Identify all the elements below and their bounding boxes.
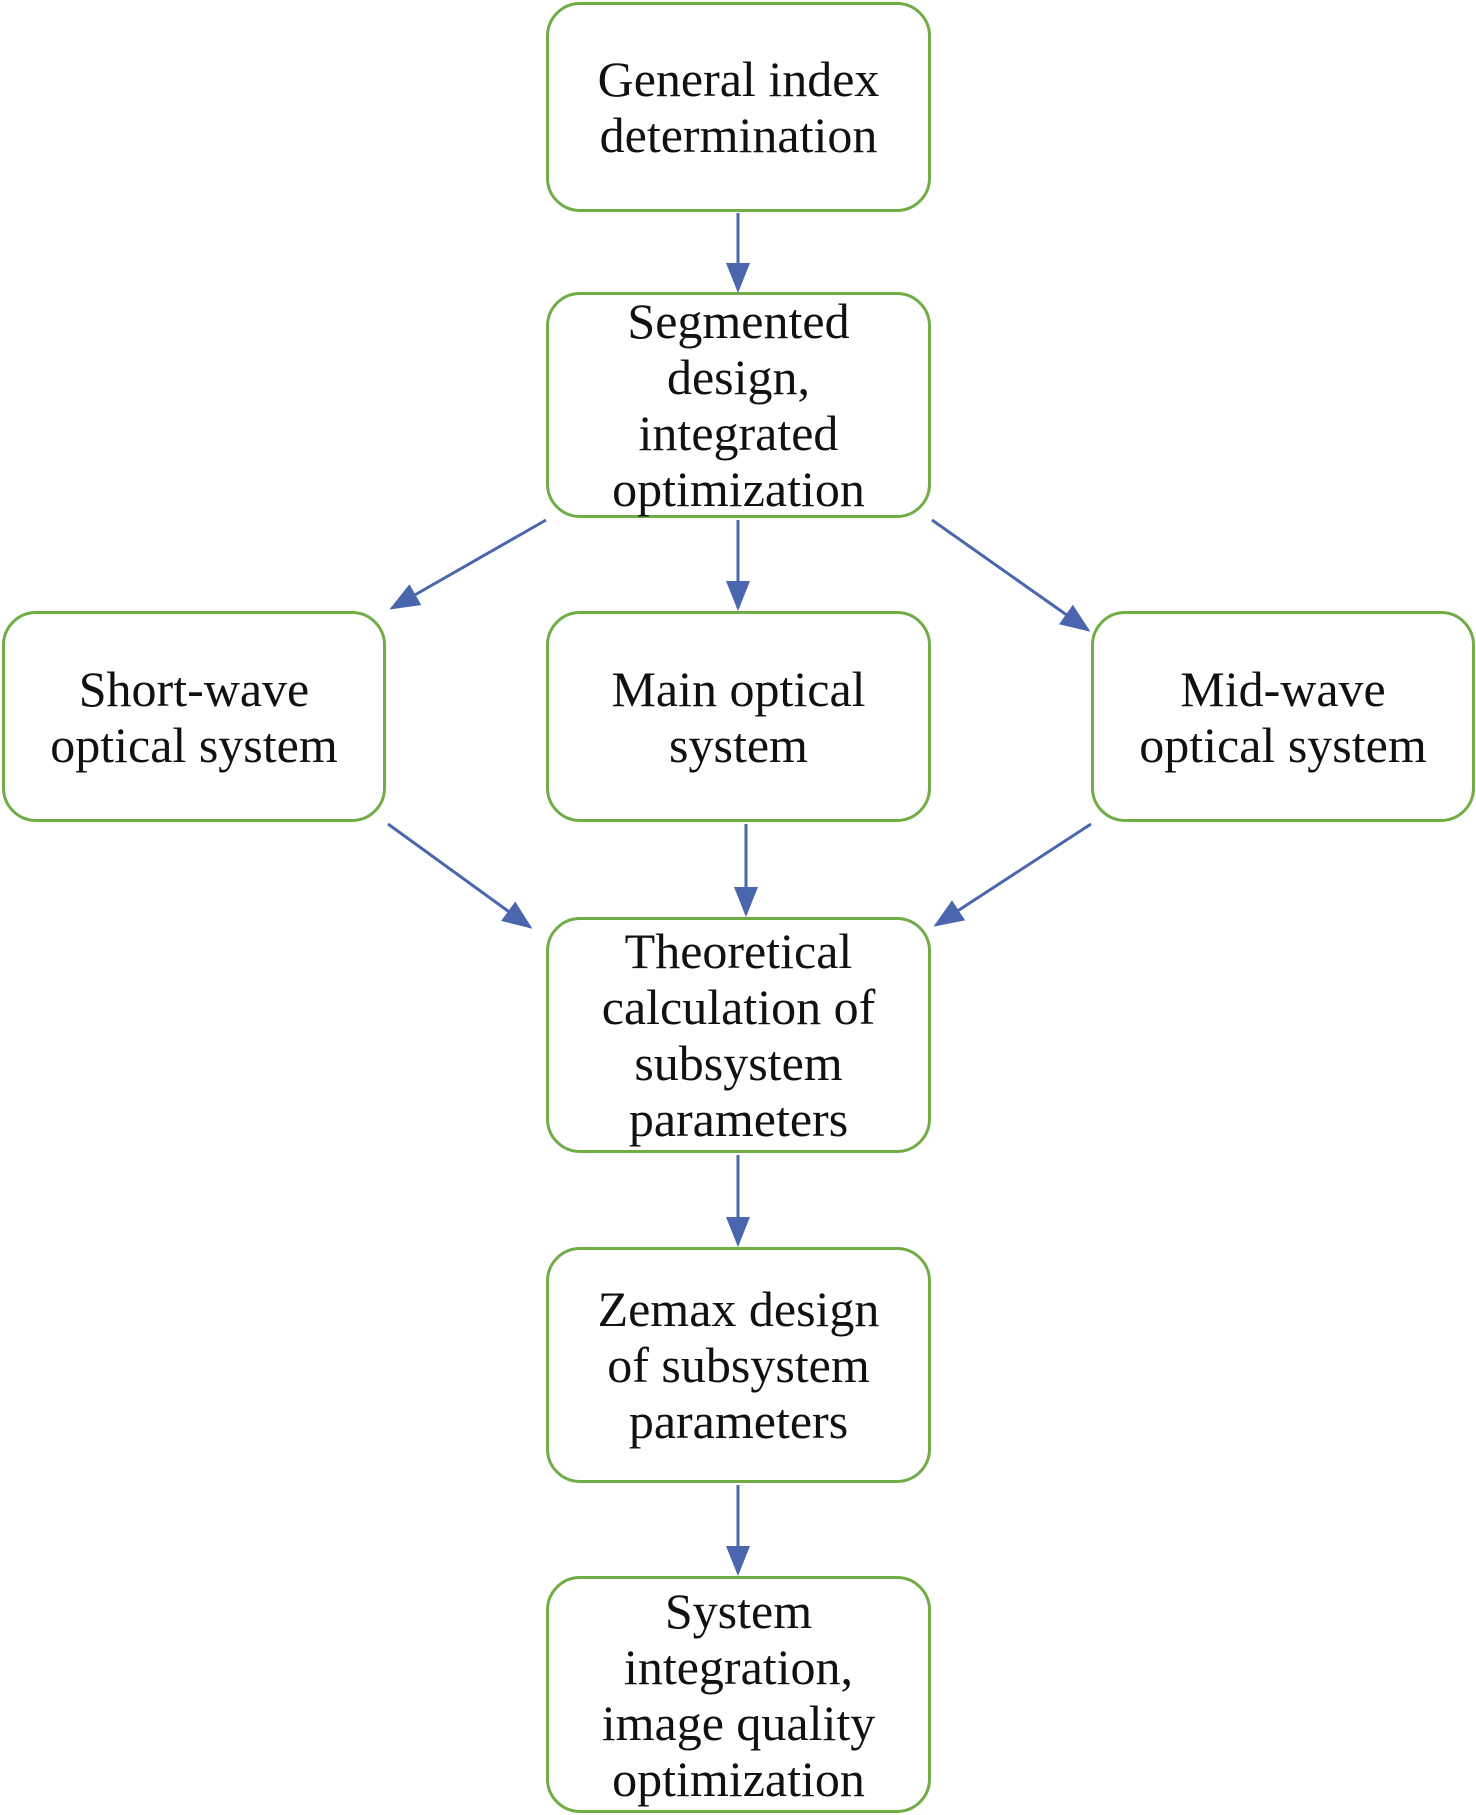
arrow-segmented-to-mid-wave bbox=[931, 518, 1091, 632]
node-mid-wave-label: Mid-wave optical system bbox=[1139, 660, 1427, 773]
arrow-mid-wave-to-theoretical bbox=[933, 822, 1092, 927]
node-short-wave: Short-wave optical system bbox=[2, 611, 386, 822]
node-short-wave-label: Short-wave optical system bbox=[50, 660, 338, 773]
node-main-optical: Main optical system bbox=[546, 611, 931, 822]
arrow-segmented-to-short-wave bbox=[389, 518, 547, 610]
node-system-integration-label: System integration, image quality optimi… bbox=[601, 1582, 876, 1807]
node-segmented-design-label: Segmented design, integrated optimizatio… bbox=[612, 293, 865, 517]
arrow-short-wave-to-theoretical bbox=[387, 822, 533, 929]
node-system-integration: System integration, image quality optimi… bbox=[546, 1576, 931, 1813]
node-main-optical-label: Main optical system bbox=[611, 660, 866, 773]
node-theoretical-calc: Theoretical calculation of subsystem par… bbox=[546, 917, 931, 1153]
node-segmented-design: Segmented design, integrated optimizatio… bbox=[546, 292, 931, 518]
node-mid-wave: Mid-wave optical system bbox=[1091, 611, 1475, 822]
node-general-index: General index determination bbox=[546, 2, 931, 212]
node-general-index-label: General index determination bbox=[597, 51, 880, 163]
node-zemax-design: Zemax design of subsystem parameters bbox=[546, 1247, 931, 1483]
node-zemax-design-label: Zemax design of subsystem parameters bbox=[597, 1281, 880, 1449]
node-theoretical-calc-label: Theoretical calculation of subsystem par… bbox=[601, 923, 876, 1147]
